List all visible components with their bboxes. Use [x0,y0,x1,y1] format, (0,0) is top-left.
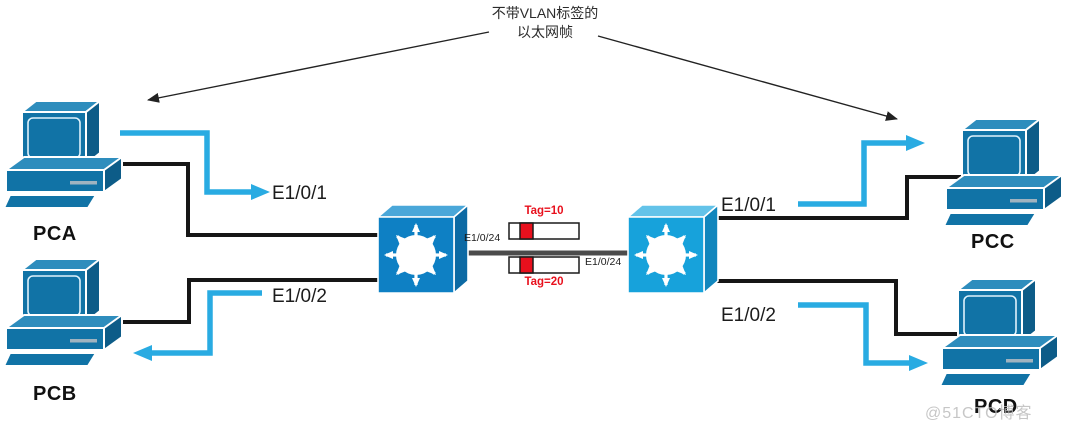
untagged-frames-annotation: 不带VLAN标签的 以太网帧 [430,4,660,42]
flow-arrowhead-pca [251,184,270,200]
port-label-pcd: E1/0/2 [721,305,776,326]
pc-icon-pca [3,100,125,209]
pc-icon-pcc [943,118,1065,227]
vlan10-tag-label: Tag=10 [524,205,564,217]
flow-arrow-pcb-in [152,290,262,356]
flow-arrowhead-pcc [906,135,925,151]
flow-arrow-pca-out [120,130,251,195]
trunk-port-label-left: E1/0/24 [464,232,501,244]
annotation-line2: 以太网帧 [517,24,573,40]
vlan10-tag-field [519,222,534,240]
annotation-line1: 不带VLAN标签的 [491,5,599,21]
annotation-arrow-right [597,35,898,121]
device-label-pcd: PCD [974,396,1018,418]
flow-arrowhead-pcd [909,355,928,371]
flow-arrowhead-pcb [133,345,152,361]
vlan20-tag-field [519,256,534,274]
switch-icon-right [628,205,718,293]
port-label-pca: E1/0/1 [272,183,327,204]
port-label-pcb: E1/0/2 [272,286,327,307]
pc-icon-pcb [3,258,125,367]
cable-switch-right-to-pcd [703,279,964,336]
cable-pca-to-switch-left [90,162,378,237]
vlan20-tag-label: Tag=20 [524,276,564,288]
annotation-arrow-left [147,31,490,103]
trunk-port-label-right: E1/0/24 [585,256,622,268]
device-label-pca: PCA [33,223,77,245]
cable-pcb-to-switch-left [90,278,378,324]
flow-arrow-pcc-in [798,140,906,207]
watermark: @51CTO博客 [925,405,1033,422]
device-label-pcc: PCC [971,231,1015,253]
switch-icon-left [378,205,468,293]
port-label-pcc: E1/0/1 [721,195,776,216]
pc-icon-pcd [939,278,1061,387]
cable-switch-right-to-pcc [703,175,970,220]
device-label-pcb: PCB [33,383,77,405]
flow-arrow-pcd-in [798,302,909,366]
